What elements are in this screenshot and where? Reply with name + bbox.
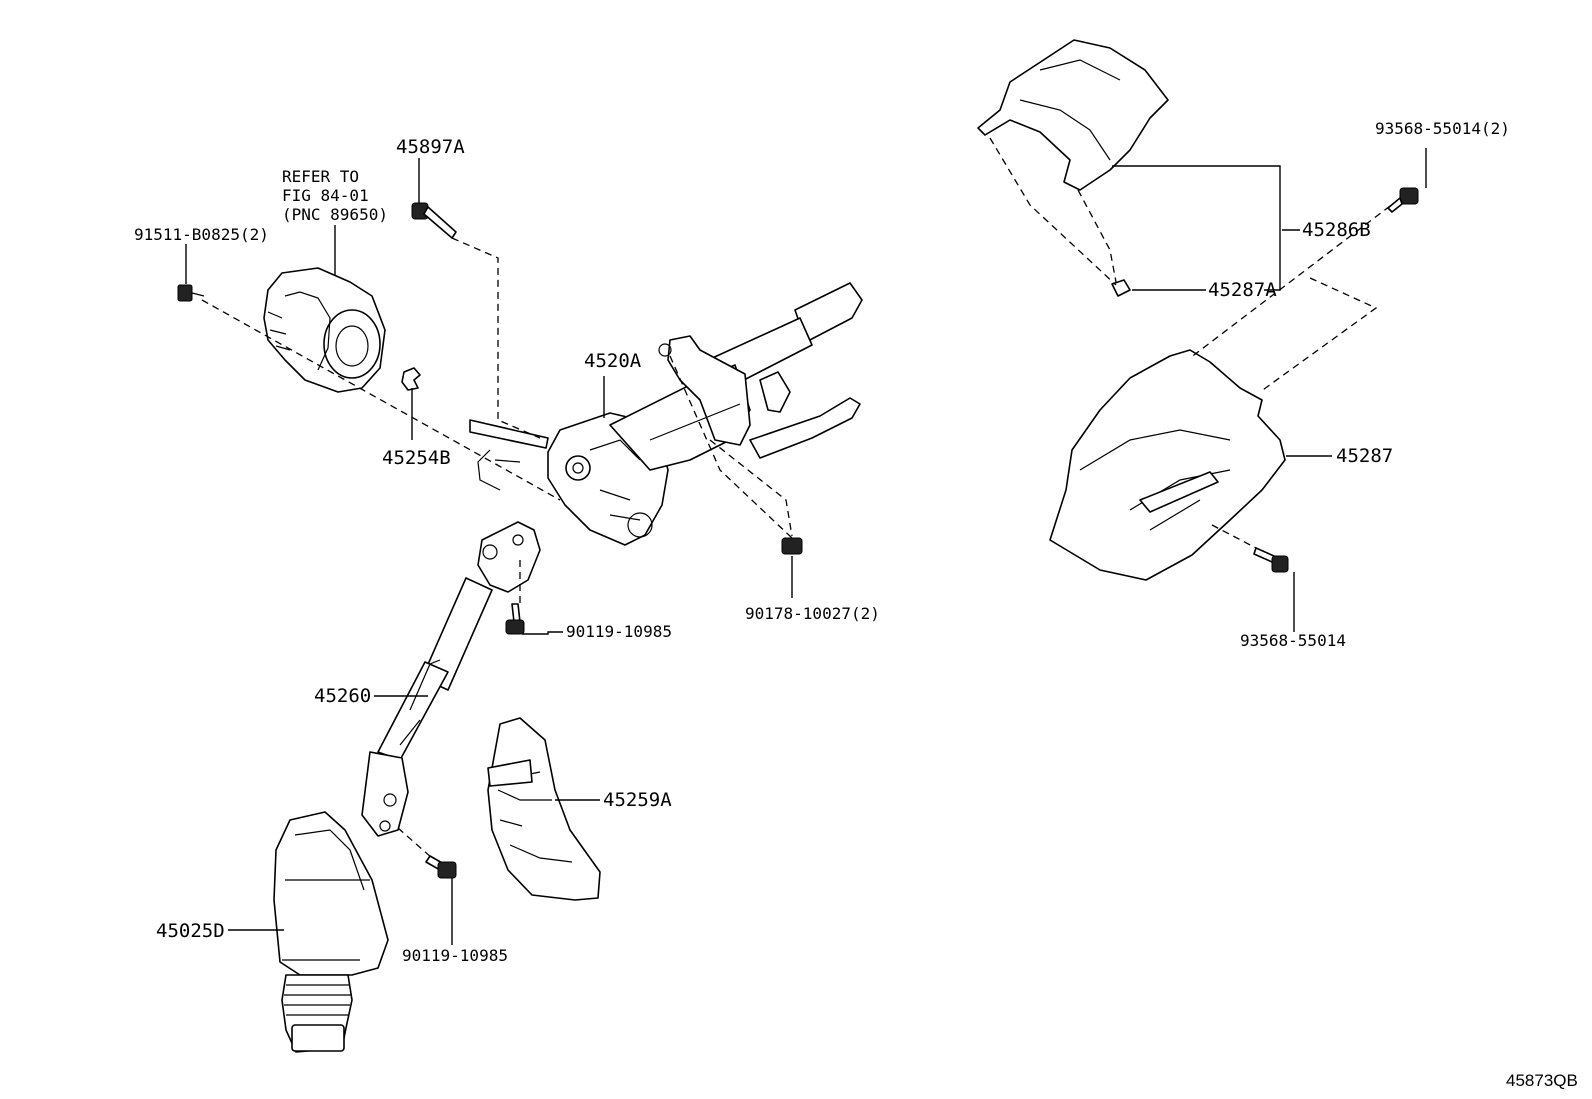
hole-cover-45025D-part bbox=[273, 811, 389, 1053]
label-45287: 45287 bbox=[1336, 445, 1393, 467]
nut-90178-part bbox=[781, 537, 803, 555]
clip-45254B-part bbox=[401, 367, 421, 391]
screw-93568-upper-part bbox=[1387, 187, 1419, 213]
label-45897A: 45897A bbox=[396, 136, 465, 158]
intermediate-shaft-part bbox=[361, 521, 541, 837]
lock-module-part bbox=[263, 267, 386, 393]
assembly-dashed-lines bbox=[201, 137, 1391, 859]
steering-column-part bbox=[469, 282, 863, 546]
label-refer-to-line2: FIG 84-01 bbox=[282, 186, 369, 205]
bolt-45897A-part bbox=[411, 202, 457, 239]
bolt-90119-lower-part bbox=[425, 855, 457, 879]
label-90119-10985-upper: 90119-10985 bbox=[566, 622, 672, 641]
screw-93568-lower-part bbox=[1253, 547, 1289, 573]
bolt-90119-upper-part bbox=[505, 603, 525, 635]
leader-lines bbox=[185, 148, 1427, 945]
label-93568-55014-upper: 93568-55014(2) bbox=[1375, 119, 1510, 138]
label-45287A: 45287A bbox=[1208, 279, 1277, 301]
label-45286B: 45286B bbox=[1302, 219, 1371, 241]
diagram-id: 45873QB bbox=[1506, 1071, 1578, 1090]
label-45254B: 45254B bbox=[382, 447, 451, 469]
label-90119-10985-lower: 90119-10985 bbox=[402, 946, 508, 965]
label-4520A: 4520A bbox=[584, 350, 642, 372]
lower-cover-45287-part bbox=[1049, 349, 1286, 581]
label-refer-to-line3: (PNC 89650) bbox=[282, 205, 388, 224]
bolt-91511-part bbox=[177, 284, 205, 302]
column-cover-45259A-part bbox=[487, 717, 601, 901]
label-45025D: 45025D bbox=[156, 920, 225, 942]
upper-cover-45286B-part bbox=[977, 39, 1169, 191]
label-45260: 45260 bbox=[314, 685, 371, 707]
label-93568-55014-lower: 93568-55014 bbox=[1240, 631, 1346, 650]
label-91511-B0825: 91511-B0825(2) bbox=[134, 225, 269, 244]
label-45259A: 45259A bbox=[603, 789, 672, 811]
clip-45287A-part bbox=[1111, 279, 1131, 297]
label-90178-10027: 90178-10027(2) bbox=[745, 604, 880, 623]
label-refer-to-line1: REFER TO bbox=[282, 167, 359, 186]
